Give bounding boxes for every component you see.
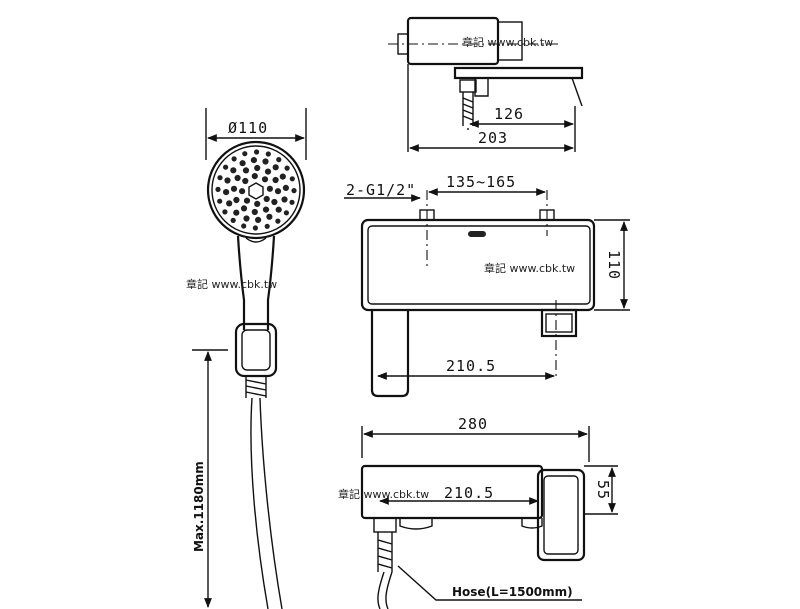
dim-side-depth: 203 [478,129,508,147]
nozzle-dot [240,205,248,212]
nozzle-dot [282,184,289,191]
dim-bottom-inlet-to-spout: 210.5 [444,484,494,502]
side-view [388,16,584,152]
nozzle-dot [215,186,221,192]
nozzle-dot [230,217,236,223]
nozzle-dot [254,164,261,172]
nozzle-dot [275,206,282,213]
nozzle-dot [230,185,238,192]
dim-overall-width: 280 [458,415,488,433]
label-hose-max: Max.1180mm [192,461,206,552]
shower-head [205,108,393,609]
nozzle-dot [241,223,247,229]
nozzle-dot [233,196,240,204]
nozzle-dot [276,157,282,163]
nozzle-dot [281,196,288,203]
nozzle-dot [230,167,237,174]
nozzle-dot [261,176,269,183]
nozzle-dot [283,210,289,216]
nozzle-dot [217,198,223,204]
nozzle-dot [223,164,229,170]
nozzle-dot [239,160,246,167]
nozzle-dot [289,199,295,205]
nozzle-dot [231,156,237,162]
nozzle-dot [272,164,279,171]
front-view [344,188,630,398]
watermark-top: 章記 www.cbk.tw [462,35,553,49]
dim-inlet-thread: 2-G1/2" [346,181,416,199]
nozzle-dot [224,177,231,184]
hose-max-dimension [192,349,228,608]
nozzle-dot [265,151,271,157]
nozzle-dot [284,165,290,171]
nozzle-dot [275,218,281,224]
nozzle-dot [233,209,240,216]
watermark-middle: 章記 www.cbk.tw [484,261,575,275]
nozzle-dot [266,213,273,220]
nozzle-dot [234,174,241,182]
nozzle-dot [255,216,262,223]
nozzle-dot [279,173,286,180]
nozzle-dot [254,200,261,207]
nozzle-dot [266,185,273,192]
dim-body-height: 110 [605,250,623,280]
nozzle-dot [226,200,233,207]
nozzle-dot [271,198,278,206]
watermark-left: 章記 www.cbk.tw [186,277,277,291]
label-hose-length: Hose(L=1500mm) [452,585,573,599]
dim-front-inlet-to-spout: 210.5 [446,357,496,375]
nozzle-dot [250,157,257,164]
nozzle-dot [222,209,228,215]
bottom-view [360,426,618,601]
nozzle-dot [291,188,297,194]
nozzle-dot [243,197,251,204]
nozzle-dot [217,175,223,181]
nozzle-dot [264,168,272,175]
nozzle-dot [242,151,248,157]
nozzle-dot [254,149,260,155]
dim-inlet-spacing: 135~165 [446,173,516,191]
dim-spout-reach: 126 [494,105,524,123]
nozzle-dot [263,195,270,203]
dim-shower-head-diameter: Ø110 [228,119,268,137]
nozzle-dot [242,167,250,174]
nozzle-pattern [215,149,297,231]
nozzle-dot [262,158,269,165]
nozzle-dot [251,208,258,216]
nozzle-dot [251,173,258,180]
dim-bottom-height: 55 [594,480,612,500]
nozzle-dot [252,225,258,231]
nozzle-dot [264,223,270,229]
watermark-bottom: 章記 www.cbk.tw [338,487,429,501]
nozzle-dot [223,189,230,196]
nozzle-dot [289,176,295,182]
nozzle-dot [272,176,279,184]
nozzle-dot [274,188,282,195]
nozzle-dot [239,188,246,195]
nozzle-dot [262,206,270,213]
nozzle-dot [243,215,250,222]
nozzle-dot [242,177,249,185]
